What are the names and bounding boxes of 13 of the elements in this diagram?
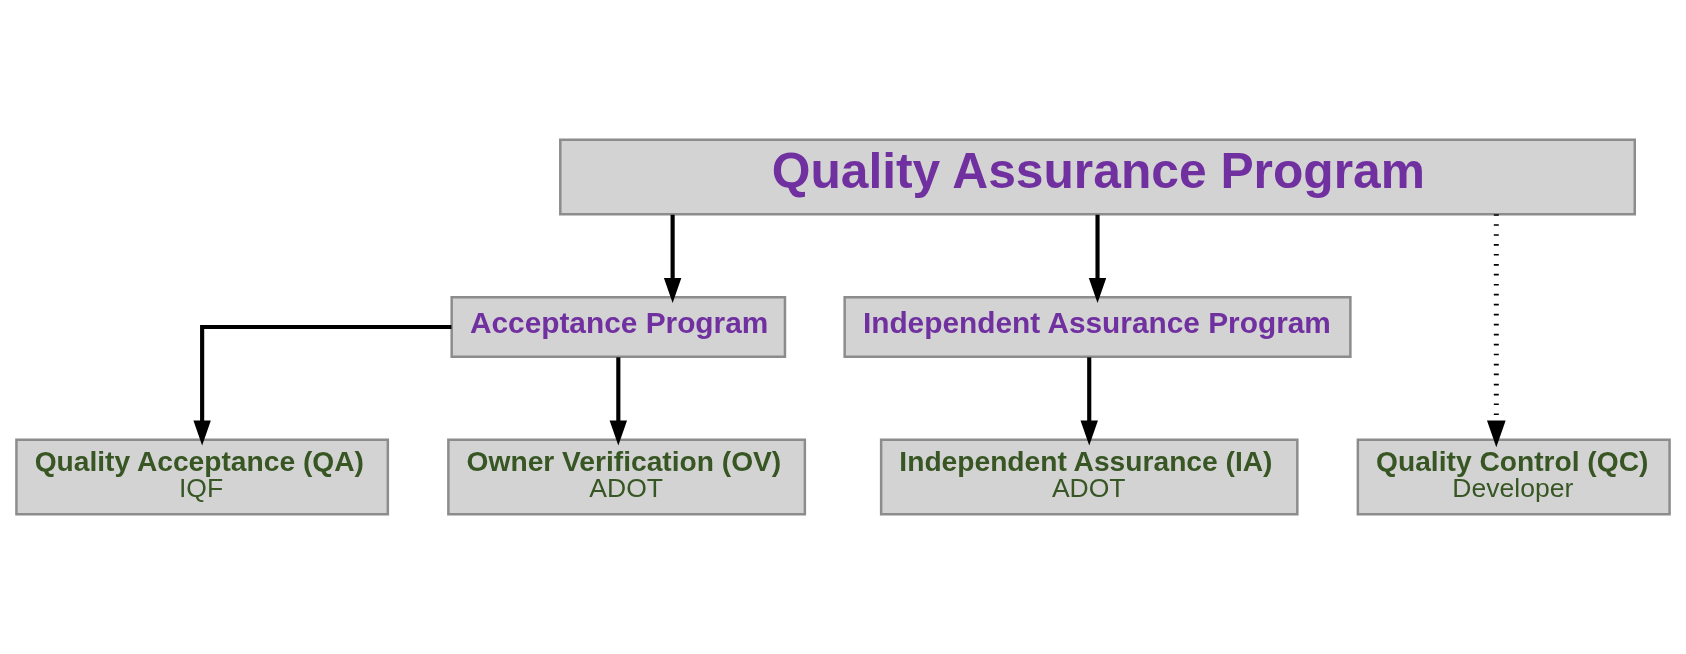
node-box: Independent Assurance Program [843,295,1352,359]
node-box: Quality Control (QC) Developer [1356,438,1671,516]
arrow [1080,357,1098,446]
node-box: Independent Assurance (IA) ADOT [879,438,1299,516]
arrow [1088,214,1107,303]
arrow [193,324,452,446]
arrow [663,214,682,303]
node-box: Acceptance Program [450,295,787,359]
node-box: Quality Acceptance (QA) IQF [15,438,390,516]
arrow [609,357,628,446]
node-box: Owner Verification (OV) ADOT [447,438,807,516]
arrow [1487,214,1506,448]
node-box: Quality Assurance Program [559,138,1636,216]
